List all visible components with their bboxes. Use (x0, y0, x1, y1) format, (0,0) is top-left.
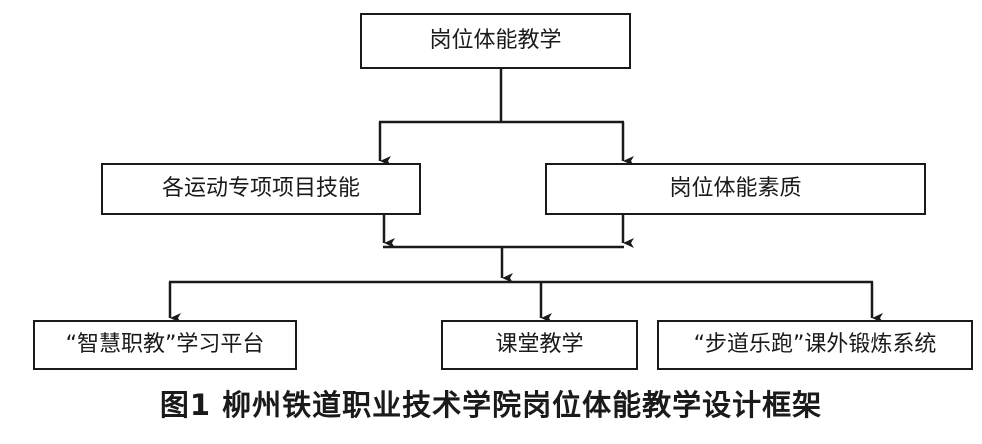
node-label: 各运动专项项目技能 (161, 176, 360, 201)
node-classroom-teaching: 课堂教学 (441, 320, 638, 370)
node-label: 岗位体能素质 (669, 176, 802, 201)
node-label: 岗位体能教学 (429, 28, 562, 53)
node-label: “步道乐跑”课外锻炼系统 (693, 332, 937, 357)
node-label: “智慧职教”学习平台 (65, 332, 265, 357)
node-label: 课堂教学 (495, 332, 584, 357)
figure-caption: 图1 柳州铁道职业技术学院岗位体能教学设计框架 (159, 388, 823, 422)
node-post-fitness-teaching: 岗位体能教学 (360, 13, 631, 69)
node-sport-specific-skills: 各运动专项项目技能 (101, 163, 421, 215)
node-trail-run-system: “步道乐跑”课外锻炼系统 (657, 320, 973, 370)
node-smart-vocational-platform: “智慧职教”学习平台 (33, 320, 297, 370)
node-post-fitness-quality: 岗位体能素质 (545, 163, 926, 215)
